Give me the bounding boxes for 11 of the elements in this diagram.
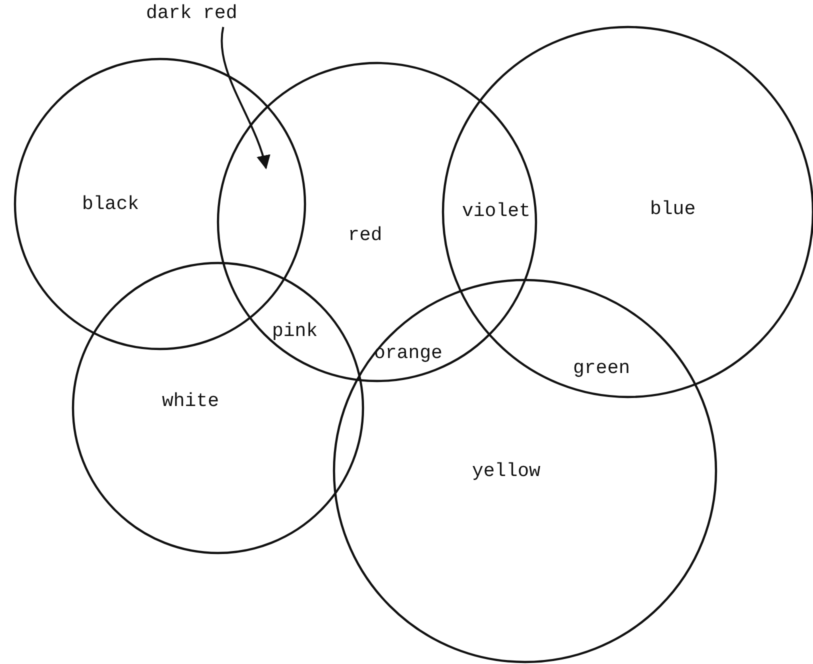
leader-line [220, 26, 270, 170]
region-label: orange [374, 342, 442, 364]
set-label: red [348, 224, 382, 246]
region-label: pink [272, 320, 318, 342]
callout-text: dark red [146, 2, 238, 24]
set-label: yellow [472, 460, 540, 482]
region-label: green [573, 357, 630, 379]
set-label: black [82, 193, 140, 215]
set-label: blue [650, 198, 696, 220]
set-label: white [162, 390, 220, 412]
region-label: violet [462, 200, 530, 222]
